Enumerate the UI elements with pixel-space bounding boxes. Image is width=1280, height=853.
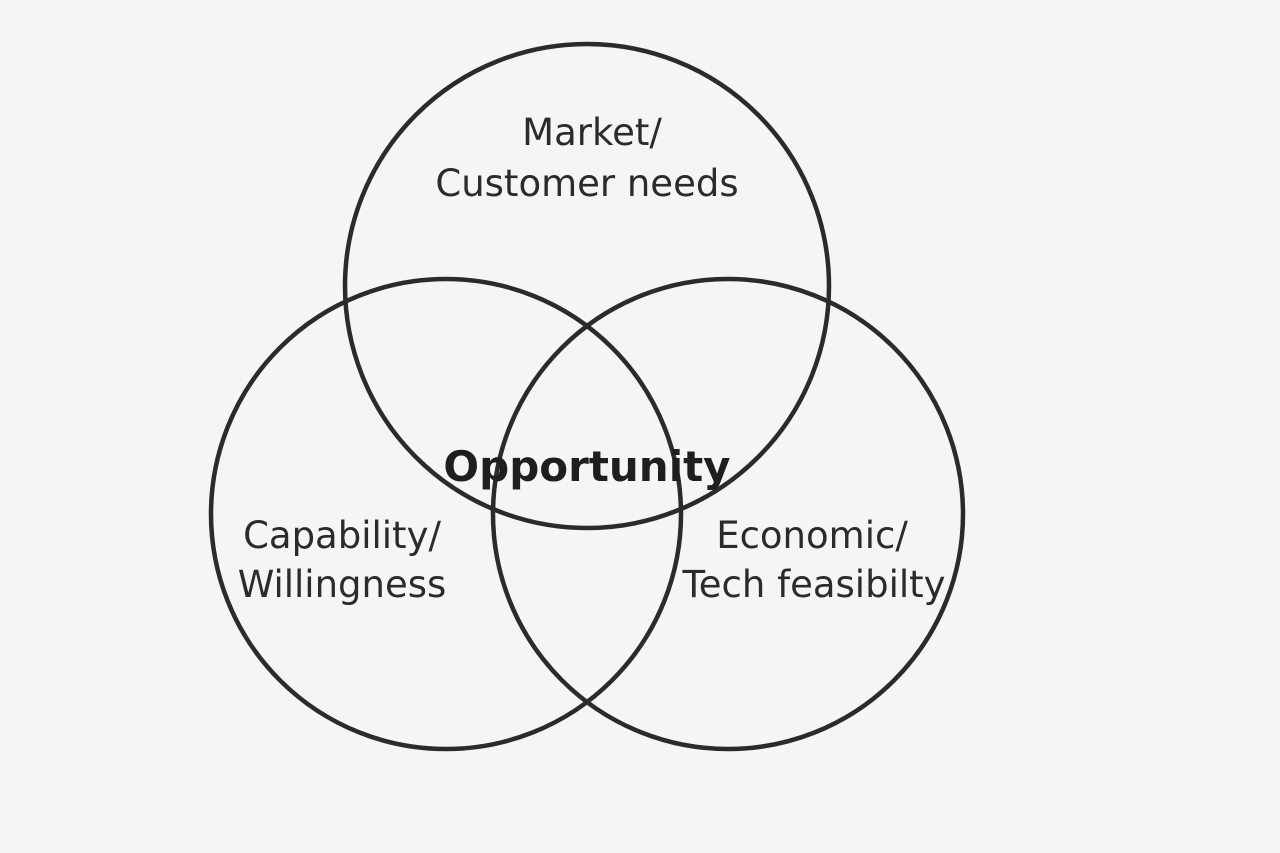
label-tech-feasibility-line2: Tech feasibilty — [681, 563, 945, 606]
label-willingness-line2: Willingness — [238, 563, 447, 606]
label-opportunity: Opportunity — [443, 442, 730, 491]
circle-capability-willingness — [208, 276, 684, 752]
circle-economic-tech-feasibility — [490, 276, 966, 752]
label-economic-line1: Economic/ — [716, 514, 908, 557]
circle-market-customer-needs — [342, 41, 832, 531]
label-customer-needs-line2: Customer needs — [435, 162, 738, 205]
label-capability-line1: Capability/ — [243, 514, 441, 557]
label-market-line1: Market/ — [522, 111, 662, 154]
